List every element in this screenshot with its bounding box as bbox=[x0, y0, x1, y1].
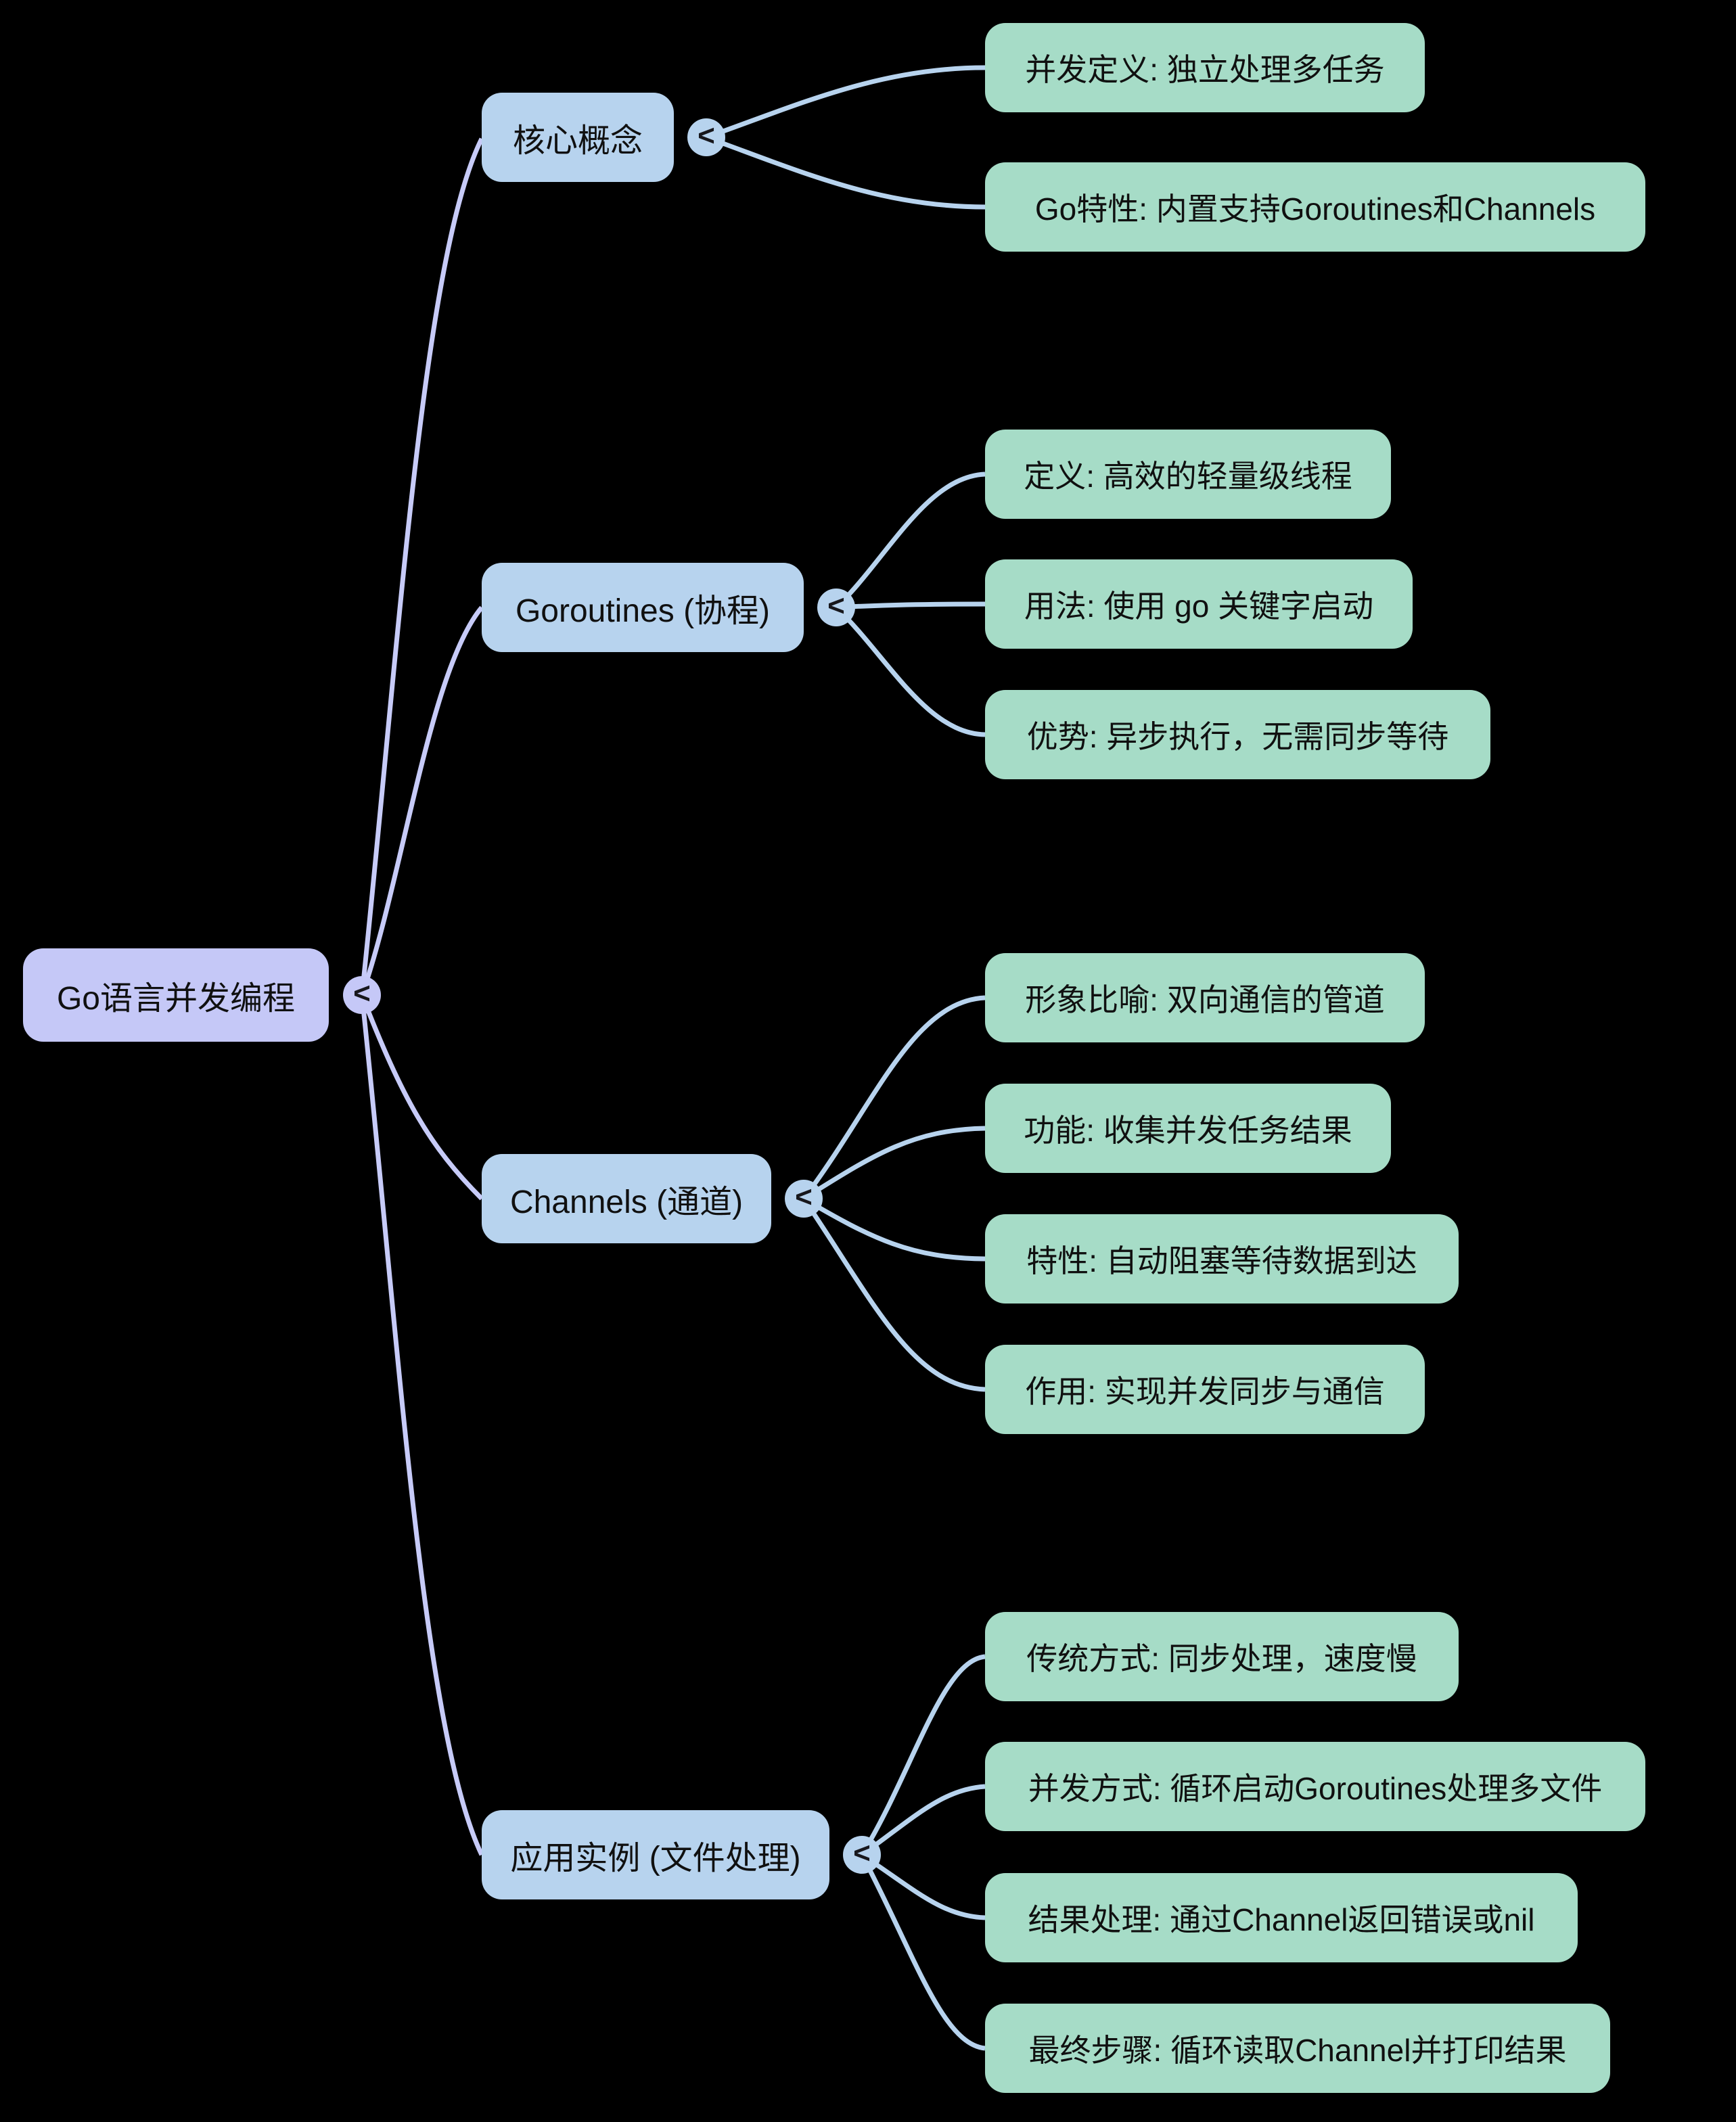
leaf-node-traditional-way[interactable]: 传统方式: 同步处理，速度慢 bbox=[985, 1612, 1459, 1701]
branch-node-channels[interactable]: Channels (通道) bbox=[482, 1154, 771, 1243]
branch-node-goroutines[interactable]: Goroutines (协程) bbox=[482, 563, 804, 652]
wire-root-to-use-case bbox=[359, 994, 484, 1856]
leaf-node-channel-metaphor[interactable]: 形象比喻: 双向通信的管道 bbox=[985, 953, 1425, 1042]
wire-channels-4 bbox=[802, 1197, 986, 1392]
wire-channels-1 bbox=[802, 995, 986, 1201]
use-case-collapse-toggle[interactable]: < bbox=[843, 1836, 881, 1874]
leaf-node-goroutine-definition[interactable]: 定义: 高效的轻量级线程 bbox=[985, 430, 1391, 519]
wire-use-case-3 bbox=[861, 1853, 986, 1920]
wire-channels-2 bbox=[802, 1126, 986, 1201]
wire-goroutines-2 bbox=[836, 601, 986, 610]
wire-goroutines-1 bbox=[834, 471, 986, 609]
wire-root-to-channels bbox=[359, 994, 484, 1201]
root-node[interactable]: Go语言并发编程 bbox=[23, 948, 329, 1042]
leaf-node-goroutine-usage[interactable]: 用法: 使用 go 关键字启动 bbox=[985, 559, 1413, 649]
root-collapse-toggle[interactable]: < bbox=[343, 976, 381, 1014]
wire-channels-3 bbox=[802, 1196, 986, 1262]
leaf-node-concurrent-way[interactable]: 并发方式: 循环启动Goroutines处理多文件 bbox=[985, 1742, 1645, 1831]
wire-core-1 bbox=[705, 65, 986, 140]
branch-node-use-case[interactable]: 应用实例 (文件处理) bbox=[482, 1810, 829, 1899]
wire-use-case-1 bbox=[860, 1654, 986, 1856]
wire-use-case-2 bbox=[860, 1784, 986, 1857]
channels-collapse-toggle[interactable]: < bbox=[785, 1180, 823, 1218]
leaf-node-channel-role[interactable]: 作用: 实现并发同步与通信 bbox=[985, 1345, 1425, 1434]
wire-core-2 bbox=[705, 135, 986, 210]
goroutines-collapse-toggle[interactable]: < bbox=[817, 589, 855, 626]
core-concepts-collapse-toggle[interactable]: < bbox=[687, 118, 725, 156]
branch-node-core-concepts[interactable]: 核心概念 bbox=[482, 93, 674, 182]
wire-goroutines-3 bbox=[834, 605, 986, 737]
leaf-node-channel-trait[interactable]: 特性: 自动阻塞等待数据到达 bbox=[985, 1214, 1459, 1304]
wire-root-to-goroutines bbox=[359, 605, 484, 996]
leaf-node-result-handling[interactable]: 结果处理: 通过Channel返回错误或nil bbox=[985, 1873, 1578, 1962]
leaf-node-goroutine-advantage[interactable]: 优势: 异步执行，无需同步等待 bbox=[985, 690, 1490, 779]
leaf-node-channel-function[interactable]: 功能: 收集并发任务结果 bbox=[985, 1084, 1391, 1173]
wire-use-case-4 bbox=[859, 1853, 986, 2051]
leaf-node-final-step[interactable]: 最终步骤: 循环读取Channel并打印结果 bbox=[985, 2004, 1610, 2093]
leaf-node-go-feature[interactable]: Go特性: 内置支持Goroutines和Channels bbox=[985, 162, 1645, 252]
leaf-node-concurrency-definition[interactable]: 并发定义: 独立处理多任务 bbox=[985, 23, 1425, 112]
wire-root-to-core-concepts bbox=[359, 137, 484, 996]
